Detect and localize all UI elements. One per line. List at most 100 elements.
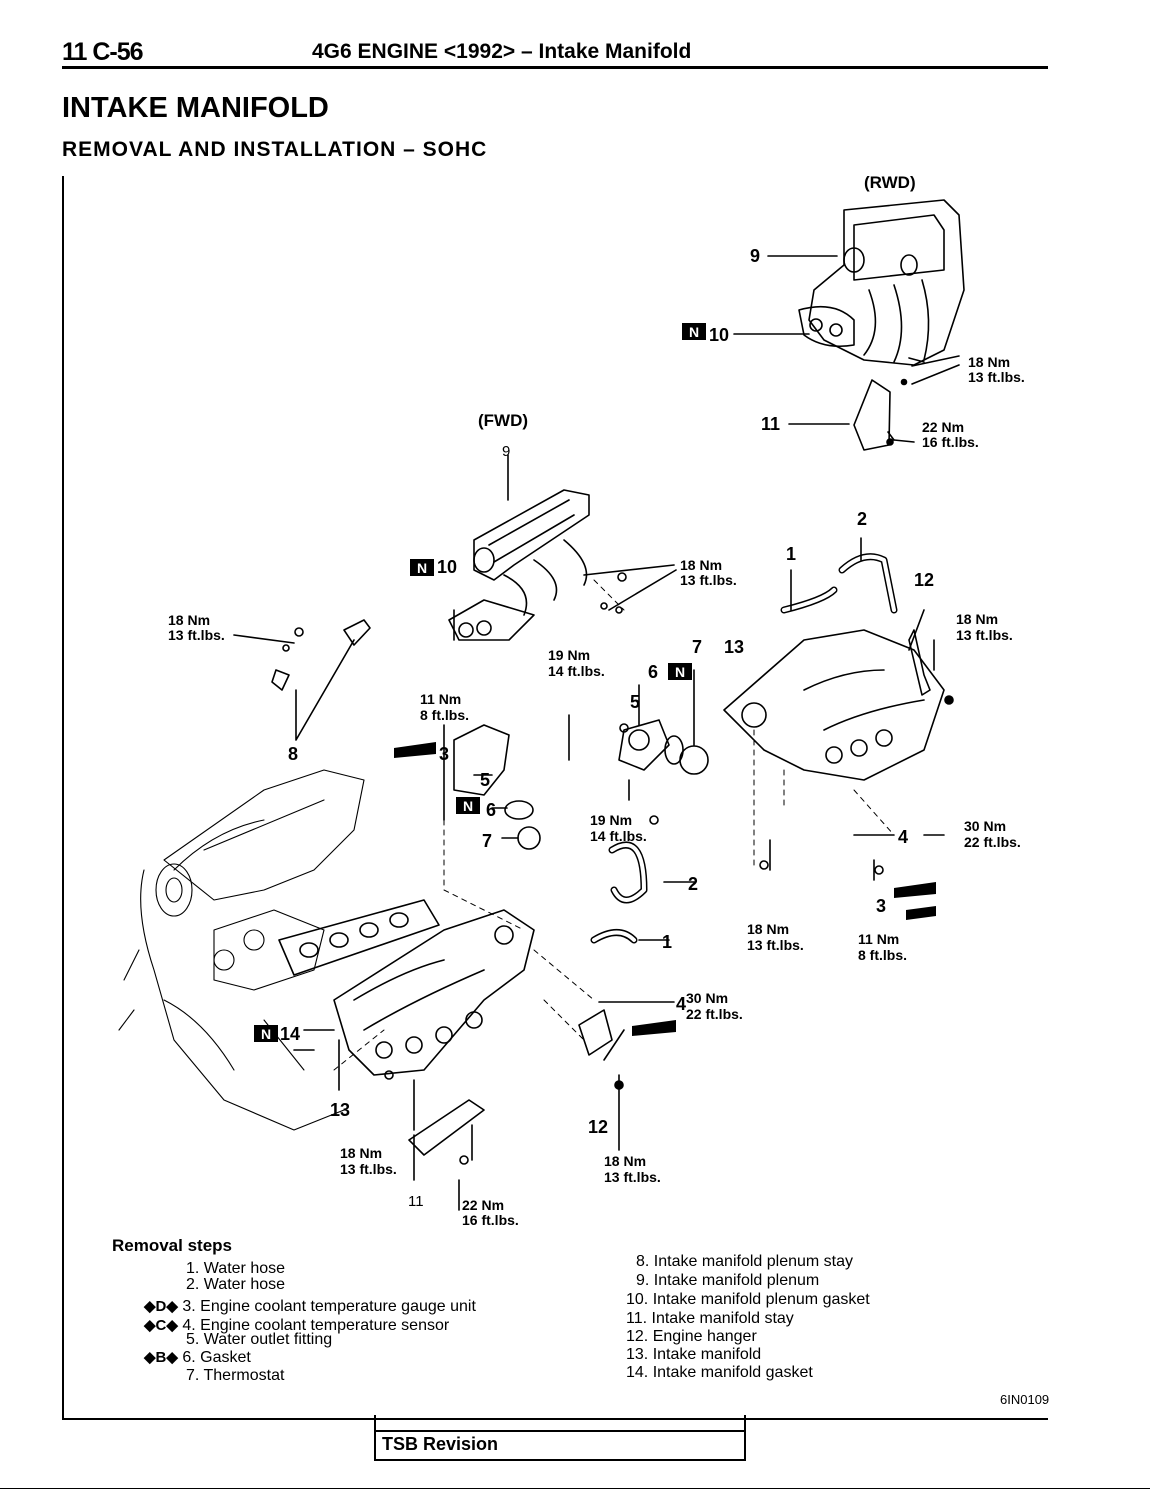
- step-13: 13. Intake manifold: [626, 1346, 762, 1363]
- removal-steps-title: Removal steps: [112, 1236, 232, 1255]
- callout-6-rwd: 6: [648, 662, 658, 682]
- step-14: 14. Intake manifold gasket: [626, 1364, 813, 1381]
- callout-9-fwd: 9: [502, 443, 510, 460]
- callout-3-fwd: 3: [439, 744, 449, 764]
- torque-hanger-fwd-nm: 18 Nm: [604, 1153, 646, 1169]
- torque-hanger-rwd-nm: 18 Nm: [956, 611, 998, 627]
- callout-13-fwd: 13: [330, 1100, 350, 1120]
- callout-9-rwd: 9: [750, 246, 760, 266]
- engine-block-drawing: [118, 769, 365, 1131]
- page-number: 11 C-56: [62, 38, 144, 66]
- step-11: 11. Intake manifold stay: [626, 1310, 794, 1327]
- step-9: 9. Intake manifold plenum: [636, 1272, 820, 1289]
- fwd-label: (FWD): [478, 411, 528, 430]
- callout-12-rwd: 12: [914, 570, 934, 590]
- n-mark-14: N: [261, 1026, 271, 1042]
- rwd-intake-manifold-drawing: [723, 629, 945, 781]
- torque-fwd-plenum-ft: 13 ft.lbs.: [680, 572, 737, 588]
- torque-outlet-upper-nm: 19 Nm: [548, 647, 590, 663]
- torque-sensor-rwd-nm: 30 Nm: [964, 818, 1006, 834]
- torque-stay-fwd-nm: 22 Nm: [462, 1197, 504, 1213]
- figure-id: 6IN0109: [1000, 1392, 1050, 1407]
- callout-3-rwd: 3: [876, 896, 886, 916]
- torque-manifold-fwd-ft: 13 ft.lbs.: [340, 1161, 397, 1177]
- rwd-stay-drawing: [853, 379, 891, 451]
- step-7: 7. Thermostat: [186, 1367, 285, 1384]
- callout-4-fwd: 4: [676, 994, 686, 1014]
- rwd-label: (RWD): [864, 173, 916, 192]
- callout-5-fwd: 5: [480, 770, 490, 790]
- torque-hanger-rwd-ft: 13 ft.lbs.: [956, 627, 1013, 643]
- callout-10-rwd: 10: [709, 325, 729, 345]
- callout-1-rwd: 1: [786, 544, 796, 564]
- torque-manifold-rwd-ft: 13 ft.lbs.: [747, 937, 804, 953]
- step-10: 10. Intake manifold plenum gasket: [626, 1291, 870, 1308]
- callout-10-fwd: 10: [437, 557, 457, 577]
- engine-code: 4G6: [312, 40, 352, 63]
- page-bottom-rule: [0, 1488, 1150, 1489]
- callout-1-fwd: 1: [662, 932, 672, 952]
- torque-rwd-stay-nm: 22 Nm: [922, 419, 964, 435]
- callout-12-fwd: 12: [588, 1117, 608, 1137]
- callout-8: 8: [288, 744, 298, 764]
- torque-rwd-plenum-ft: 13 ft.lbs.: [968, 369, 1025, 385]
- callout-2-rwd: 2: [857, 509, 867, 529]
- frame-left-border: [62, 176, 64, 1420]
- torque-outlet-lower-ft: 14 ft.lbs.: [590, 828, 647, 844]
- callout-11-fwd: 11: [408, 1193, 424, 1210]
- header-rule: [62, 66, 1048, 69]
- torque-manifold-rwd-nm: 18 Nm: [747, 921, 789, 937]
- tsb-box-top-rule: [374, 1430, 746, 1432]
- tsb-revision-label: TSB Revision: [382, 1434, 499, 1454]
- step-3: ◆D◆ 3. Engine coolant temperature gauge …: [144, 1298, 476, 1315]
- torque-hanger-fwd-ft: 13 ft.lbs.: [604, 1169, 661, 1185]
- intake-manifold-diagram: N N N N N (RWD) (FWD) 9 10 11 9 10 2 1 1…: [118, 173, 1025, 1228]
- torque-sensor-fwd-nm: 30 Nm: [686, 990, 728, 1006]
- callout-7-rwd: 7: [692, 637, 702, 657]
- frame-bottom-border: [62, 1418, 1048, 1420]
- torque-gauge-rwd-ft: 8 ft.lbs.: [858, 947, 907, 963]
- torque-sensor-rwd-ft: 22 ft.lbs.: [964, 834, 1021, 850]
- step-12: 12. Engine hanger: [626, 1328, 757, 1345]
- tsb-revision-box: [374, 1415, 746, 1461]
- callout-6-fwd: 6: [486, 800, 496, 820]
- n-mark-fwd-10: N: [417, 560, 427, 576]
- torque-fwd-plenum-nm: 18 Nm: [680, 557, 722, 573]
- n-mark-rwd-6: N: [675, 664, 685, 680]
- torque-rwd-stay-ft: 16 ft.lbs.: [922, 434, 979, 450]
- step-6: ◆B◆ 6. Gasket: [144, 1349, 251, 1366]
- torque-gauge-rwd-nm: 11 Nm: [858, 931, 899, 947]
- intake-manifold-drawing: [333, 909, 535, 1076]
- torque-gauge-unit-nm: 11 Nm: [420, 691, 461, 707]
- step-1: 1. Water hose: [186, 1260, 286, 1277]
- torque-manifold-fwd-nm: 18 Nm: [340, 1145, 382, 1161]
- callout-14: 14: [280, 1024, 300, 1044]
- water-outlet-drawing: [453, 724, 510, 796]
- callout-7-fwd: 7: [482, 831, 492, 851]
- torque-stay-fwd-ft: 16 ft.lbs.: [462, 1212, 519, 1228]
- n-mark-rwd-10: N: [689, 324, 699, 340]
- callout-5-rwd: 5: [630, 692, 640, 712]
- torque-stay-ft: 13 ft.lbs.: [168, 627, 225, 643]
- torque-rwd-plenum-nm: 18 Nm: [968, 354, 1010, 370]
- torque-outlet-upper-ft: 14 ft.lbs.: [548, 663, 605, 679]
- callout-4-rwd: 4: [898, 827, 908, 847]
- manifold-gasket-drawing: [278, 899, 440, 976]
- header-title-rest: ENGINE <1992> – Intake Manifold: [357, 40, 692, 63]
- step-2: 2. Water hose: [186, 1276, 286, 1293]
- callout-2-fwd: 2: [688, 874, 698, 894]
- step-8: 8. Intake manifold plenum stay: [636, 1253, 854, 1270]
- step-4: ◆C◆ 4. Engine coolant temperature sensor: [144, 1317, 450, 1334]
- rwd-plenum-drawing: [798, 199, 965, 366]
- torque-stay-nm: 18 Nm: [168, 612, 210, 628]
- step-5: 5. Water outlet fitting: [186, 1331, 333, 1348]
- fwd-plenum-drawing: [448, 489, 590, 641]
- callout-11-rwd: 11: [761, 414, 780, 434]
- torque-gauge-unit-ft: 8 ft.lbs.: [420, 707, 469, 723]
- torque-outlet-lower-nm: 19 Nm: [590, 812, 632, 828]
- torque-sensor-fwd-ft: 22 ft.lbs.: [686, 1006, 743, 1022]
- section-subtitle: REMOVAL AND INSTALLATION – SOHC: [62, 138, 488, 161]
- section-title: INTAKE MANIFOLD: [62, 92, 329, 124]
- page-header-title: 4G6 ENGINE <1992> – Intake Manifold: [312, 40, 691, 64]
- n-mark-fwd-6: N: [463, 798, 473, 814]
